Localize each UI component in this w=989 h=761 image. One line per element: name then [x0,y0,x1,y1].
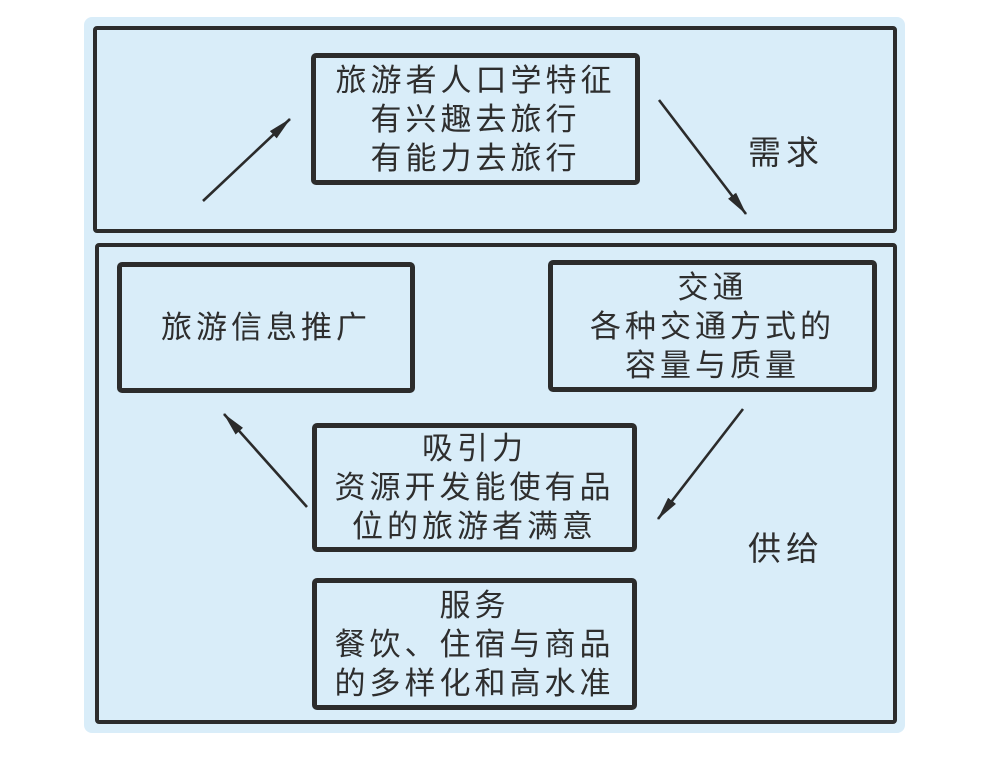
tourist-characteristics-line-3: 有能力去旅行 [370,140,581,176]
transportation-box: 交通 各种交通方式的 容量与质量 [548,260,877,392]
tourist-characteristics-line-1: 旅游者人口学特征 [335,62,616,98]
attraction-line-2: 资源开发能使有品 [334,470,615,505]
service-box: 服务 餐饮、住宿与商品 的多样化和高水准 [312,578,637,710]
supply-label: 供给 [748,532,824,568]
service-line-3: 的多样化和高水准 [334,665,615,701]
attraction-box: 吸引力 资源开发能使有品 位的旅游者满意 [312,423,637,552]
demand-label: 需求 [748,136,824,172]
information-promotion-line-1: 旅游信息推广 [161,310,371,345]
transportation-line-1: 交通 [677,269,748,305]
transportation-line-3: 容量与质量 [625,347,800,383]
service-line-1: 服务 [439,587,510,623]
attraction-line-3: 位的旅游者满意 [352,509,597,544]
attraction-line-1: 吸引力 [422,431,527,466]
service-line-2: 餐饮、住宿与商品 [334,626,615,662]
information-promotion-box: 旅游信息推广 [117,262,415,393]
tourist-characteristics-box: 旅游者人口学特征 有兴趣去旅行 有能力去旅行 [311,53,640,185]
tourist-characteristics-line-2: 有兴趣去旅行 [370,101,581,137]
transportation-line-2: 各种交通方式的 [590,308,835,344]
